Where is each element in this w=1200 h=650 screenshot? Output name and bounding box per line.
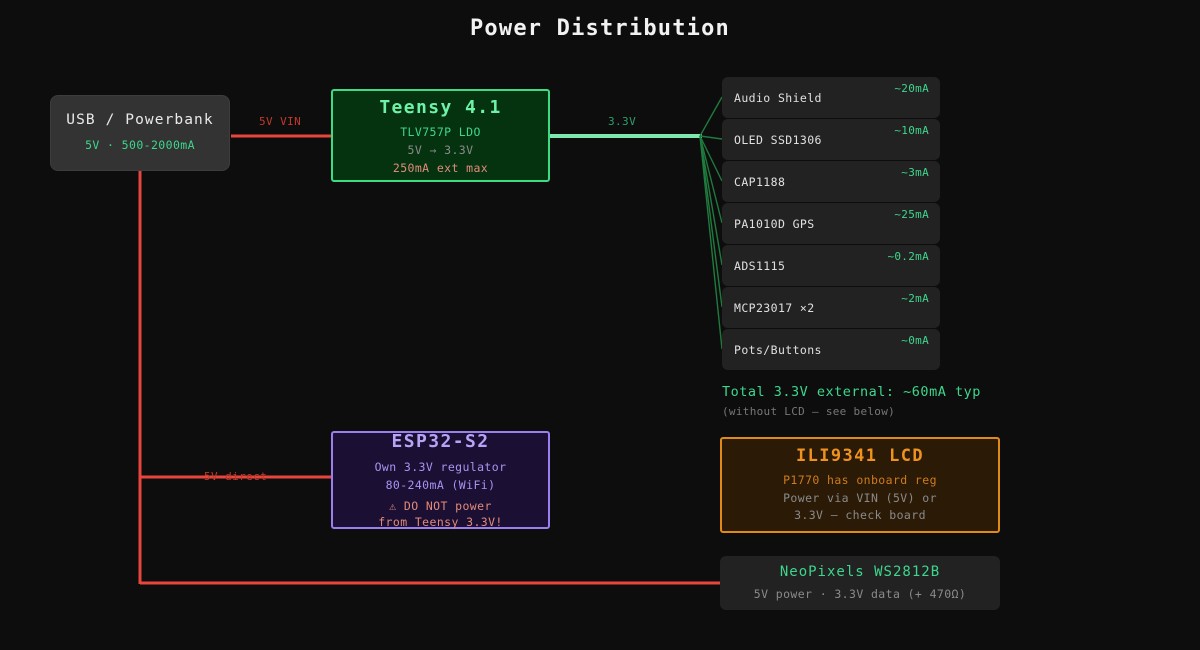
node-esp32-current: 80-240mA (WiFi) xyxy=(385,477,496,492)
node-esp32[interactable]: ESP32-S2 Own 3.3V regulator 80-240mA (Wi… xyxy=(331,431,550,529)
peripheral-current: ~3mA xyxy=(901,166,929,179)
wire-label-33v: 3.3V xyxy=(608,115,637,128)
peripheral-current: ~25mA xyxy=(894,208,929,221)
total-current-note: (without LCD — see below) xyxy=(722,405,896,418)
node-teensy[interactable]: Teensy 4.1 TLV757P LDO 5V → 3.3V 250mA e… xyxy=(331,89,550,182)
fanout-line-oled xyxy=(699,135,723,140)
fanout-line-pots-buttons xyxy=(699,135,723,350)
node-lcd-power-line2: 3.3V — check board xyxy=(794,508,926,523)
peripheral-name: Audio Shield xyxy=(734,90,822,105)
peripheral-current: ~0.2mA xyxy=(887,250,929,263)
wire-label-5v-direct: 5V direct xyxy=(204,470,268,483)
node-esp32-warning-line1: ⚠ DO NOT power xyxy=(389,499,492,514)
node-lcd-power-line1: Power via VIN (5V) or xyxy=(783,490,937,505)
peripheral-row-pots-buttons[interactable]: Pots/Buttons ~0mA xyxy=(722,329,940,370)
fanout-line-audio-shield xyxy=(699,96,723,137)
peripheral-name: CAP1188 xyxy=(734,174,786,189)
peripheral-current: ~0mA xyxy=(901,334,929,347)
node-usb-spec: 5V · 500-2000mA xyxy=(85,138,195,153)
wire-label-5v-vin: 5V VIN xyxy=(259,115,302,128)
fanout-line-ads1115 xyxy=(699,135,723,266)
peripheral-row-cap1188[interactable]: CAP1188 ~3mA xyxy=(722,161,940,202)
peripheral-current: ~10mA xyxy=(894,124,929,137)
peripheral-row-pa1010d-gps[interactable]: PA1010D GPS ~25mA xyxy=(722,203,940,244)
peripheral-current: ~2mA xyxy=(901,292,929,305)
fanout-line-gps xyxy=(699,135,723,224)
total-current-label: Total 3.3V external: ~60mA typ xyxy=(722,384,981,400)
node-neopixels-title: NeoPixels WS2812B xyxy=(779,563,941,580)
node-usb-title: USB / Powerbank xyxy=(66,111,214,128)
peripheral-row-mcp23017[interactable]: MCP23017 ×2 ~2mA xyxy=(722,287,940,328)
peripheral-row-oled-ssd1306[interactable]: OLED SSD1306 ~10mA xyxy=(722,119,940,160)
fanout-line-cap1188 xyxy=(699,135,723,182)
node-usb-powerbank[interactable]: USB / Powerbank 5V · 500-2000mA xyxy=(50,95,230,171)
node-esp32-warning-line2: from Teensy 3.3V! xyxy=(378,514,503,529)
peripheral-name: MCP23017 ×2 xyxy=(734,300,815,315)
peripheral-name: Pots/Buttons xyxy=(734,342,822,357)
node-neopixels-spec: 5V power · 3.3V data (+ 470Ω) xyxy=(753,586,967,601)
fanout-line-mcp23017 xyxy=(699,135,723,308)
peripheral-name: ADS1115 xyxy=(734,258,786,273)
node-teensy-max-current: 250mA ext max xyxy=(392,160,489,175)
page-title: Power Distribution xyxy=(469,16,730,41)
node-teensy-conversion: 5V → 3.3V xyxy=(407,142,474,157)
peripheral-name: OLED SSD1306 xyxy=(734,132,822,147)
peripheral-current: ~20mA xyxy=(894,82,929,95)
peripheral-row-ads1115[interactable]: ADS1115 ~0.2mA xyxy=(722,245,940,286)
node-neopixels[interactable]: NeoPixels WS2812B 5V power · 3.3V data (… xyxy=(720,556,1000,610)
node-teensy-regulator: TLV757P LDO xyxy=(400,124,481,139)
node-teensy-title: Teensy 4.1 xyxy=(379,96,502,118)
node-lcd-regulator: P1770 has onboard reg xyxy=(783,472,937,487)
node-ili9341-lcd[interactable]: ILI9341 LCD P1770 has onboard reg Power … xyxy=(720,437,1000,533)
peripheral-row-audio-shield[interactable]: Audio Shield ~20mA xyxy=(722,77,940,118)
node-lcd-title: ILI9341 LCD xyxy=(796,445,924,466)
peripheral-name: PA1010D GPS xyxy=(734,216,815,231)
node-esp32-title: ESP32-S2 xyxy=(391,430,490,452)
node-esp32-regulator: Own 3.3V regulator xyxy=(374,459,507,474)
